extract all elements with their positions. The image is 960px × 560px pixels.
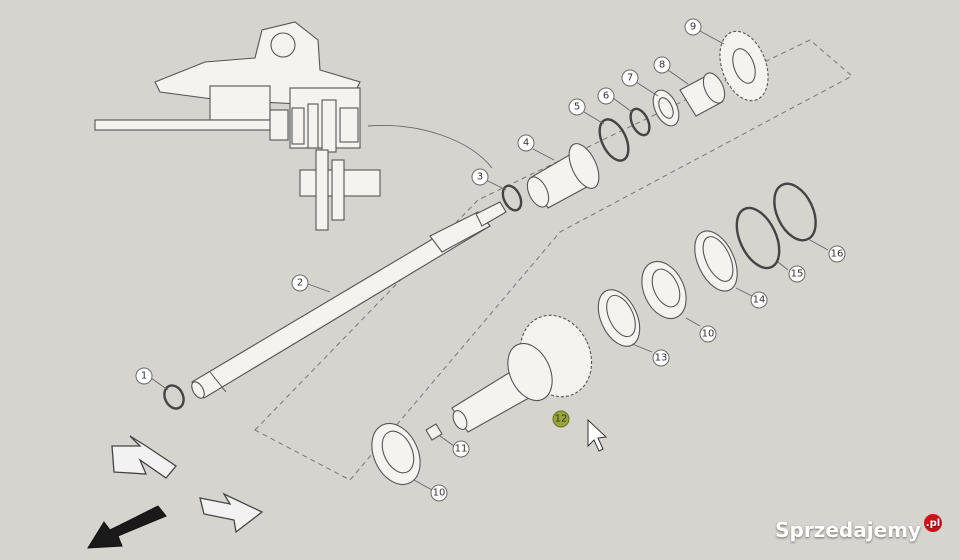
mouse-cursor-icon — [587, 418, 608, 452]
part-9-gear — [719, 30, 769, 102]
part-11-pin — [425, 423, 443, 441]
part-6-ring — [629, 107, 651, 137]
part-3-snap-ring — [501, 184, 523, 212]
nav-arrow-down-left-icon[interactable] — [87, 505, 167, 549]
callout-10-upper: 10 — [699, 325, 717, 343]
callout-12: 12 — [552, 410, 570, 428]
svg-text:10: 10 — [433, 488, 446, 499]
leader-lines — [150, 29, 829, 491]
svg-text:8: 8 — [659, 60, 665, 71]
callout-10-lower: 10 — [430, 484, 448, 502]
part-5-ring — [598, 118, 630, 162]
svg-text:9: 9 — [690, 22, 696, 33]
part-1-ring — [163, 384, 185, 410]
callout-14: 14 — [750, 291, 768, 309]
callout-8: 8 — [653, 56, 671, 74]
callout-5: 5 — [568, 98, 586, 116]
part-14-seal — [694, 230, 738, 292]
callout-3: 3 — [471, 168, 489, 186]
callout-4: 4 — [517, 134, 535, 152]
svg-text:10: 10 — [702, 329, 715, 340]
part-2-main-shaft — [191, 201, 507, 399]
part-7-washer — [652, 89, 680, 127]
svg-text:5: 5 — [574, 102, 580, 113]
svg-text:4: 4 — [523, 138, 529, 149]
callout-13: 13 — [652, 349, 670, 367]
part-16-o-ring — [773, 182, 817, 242]
part-10-bearing-upper — [641, 260, 687, 320]
svg-text:2: 2 — [297, 278, 303, 289]
callout-9: 9 — [684, 18, 702, 36]
callout-1: 1 — [135, 367, 153, 385]
callout-7: 7 — [621, 69, 639, 87]
callout-2: 2 — [291, 274, 309, 292]
part-12-pinion-gear — [451, 314, 593, 433]
watermark-tld-badge: .pl — [924, 514, 942, 532]
svg-text:16: 16 — [831, 249, 844, 260]
part-15-o-ring — [735, 206, 781, 270]
watermark-brand: Sprzedajemy — [775, 518, 921, 542]
part-13-ring — [597, 289, 641, 347]
svg-text:12: 12 — [555, 414, 568, 425]
nav-arrow-down-right-icon[interactable] — [199, 492, 264, 534]
part-8-needle-bearing — [679, 72, 726, 117]
svg-text:11: 11 — [455, 444, 468, 455]
svg-text:6: 6 — [603, 91, 609, 102]
svg-text:1: 1 — [141, 371, 147, 382]
callout-16: 16 — [828, 245, 846, 263]
callout-15: 15 — [788, 265, 806, 283]
svg-text:13: 13 — [655, 353, 668, 364]
part-10-bearing-lower — [371, 422, 421, 486]
svg-text:3: 3 — [477, 172, 483, 183]
part-4-coupling-sleeve — [526, 143, 600, 209]
svg-text:14: 14 — [753, 295, 766, 306]
gearbox-assembly-thumbnail — [94, 21, 493, 231]
watermark-logo: Sprzedajemy .pl — [775, 514, 942, 542]
svg-text:15: 15 — [791, 269, 804, 280]
callout-6: 6 — [597, 87, 615, 105]
callout-11: 11 — [452, 440, 470, 458]
nav-arrow-up-right-icon[interactable] — [111, 435, 177, 479]
svg-text:7: 7 — [627, 73, 633, 84]
